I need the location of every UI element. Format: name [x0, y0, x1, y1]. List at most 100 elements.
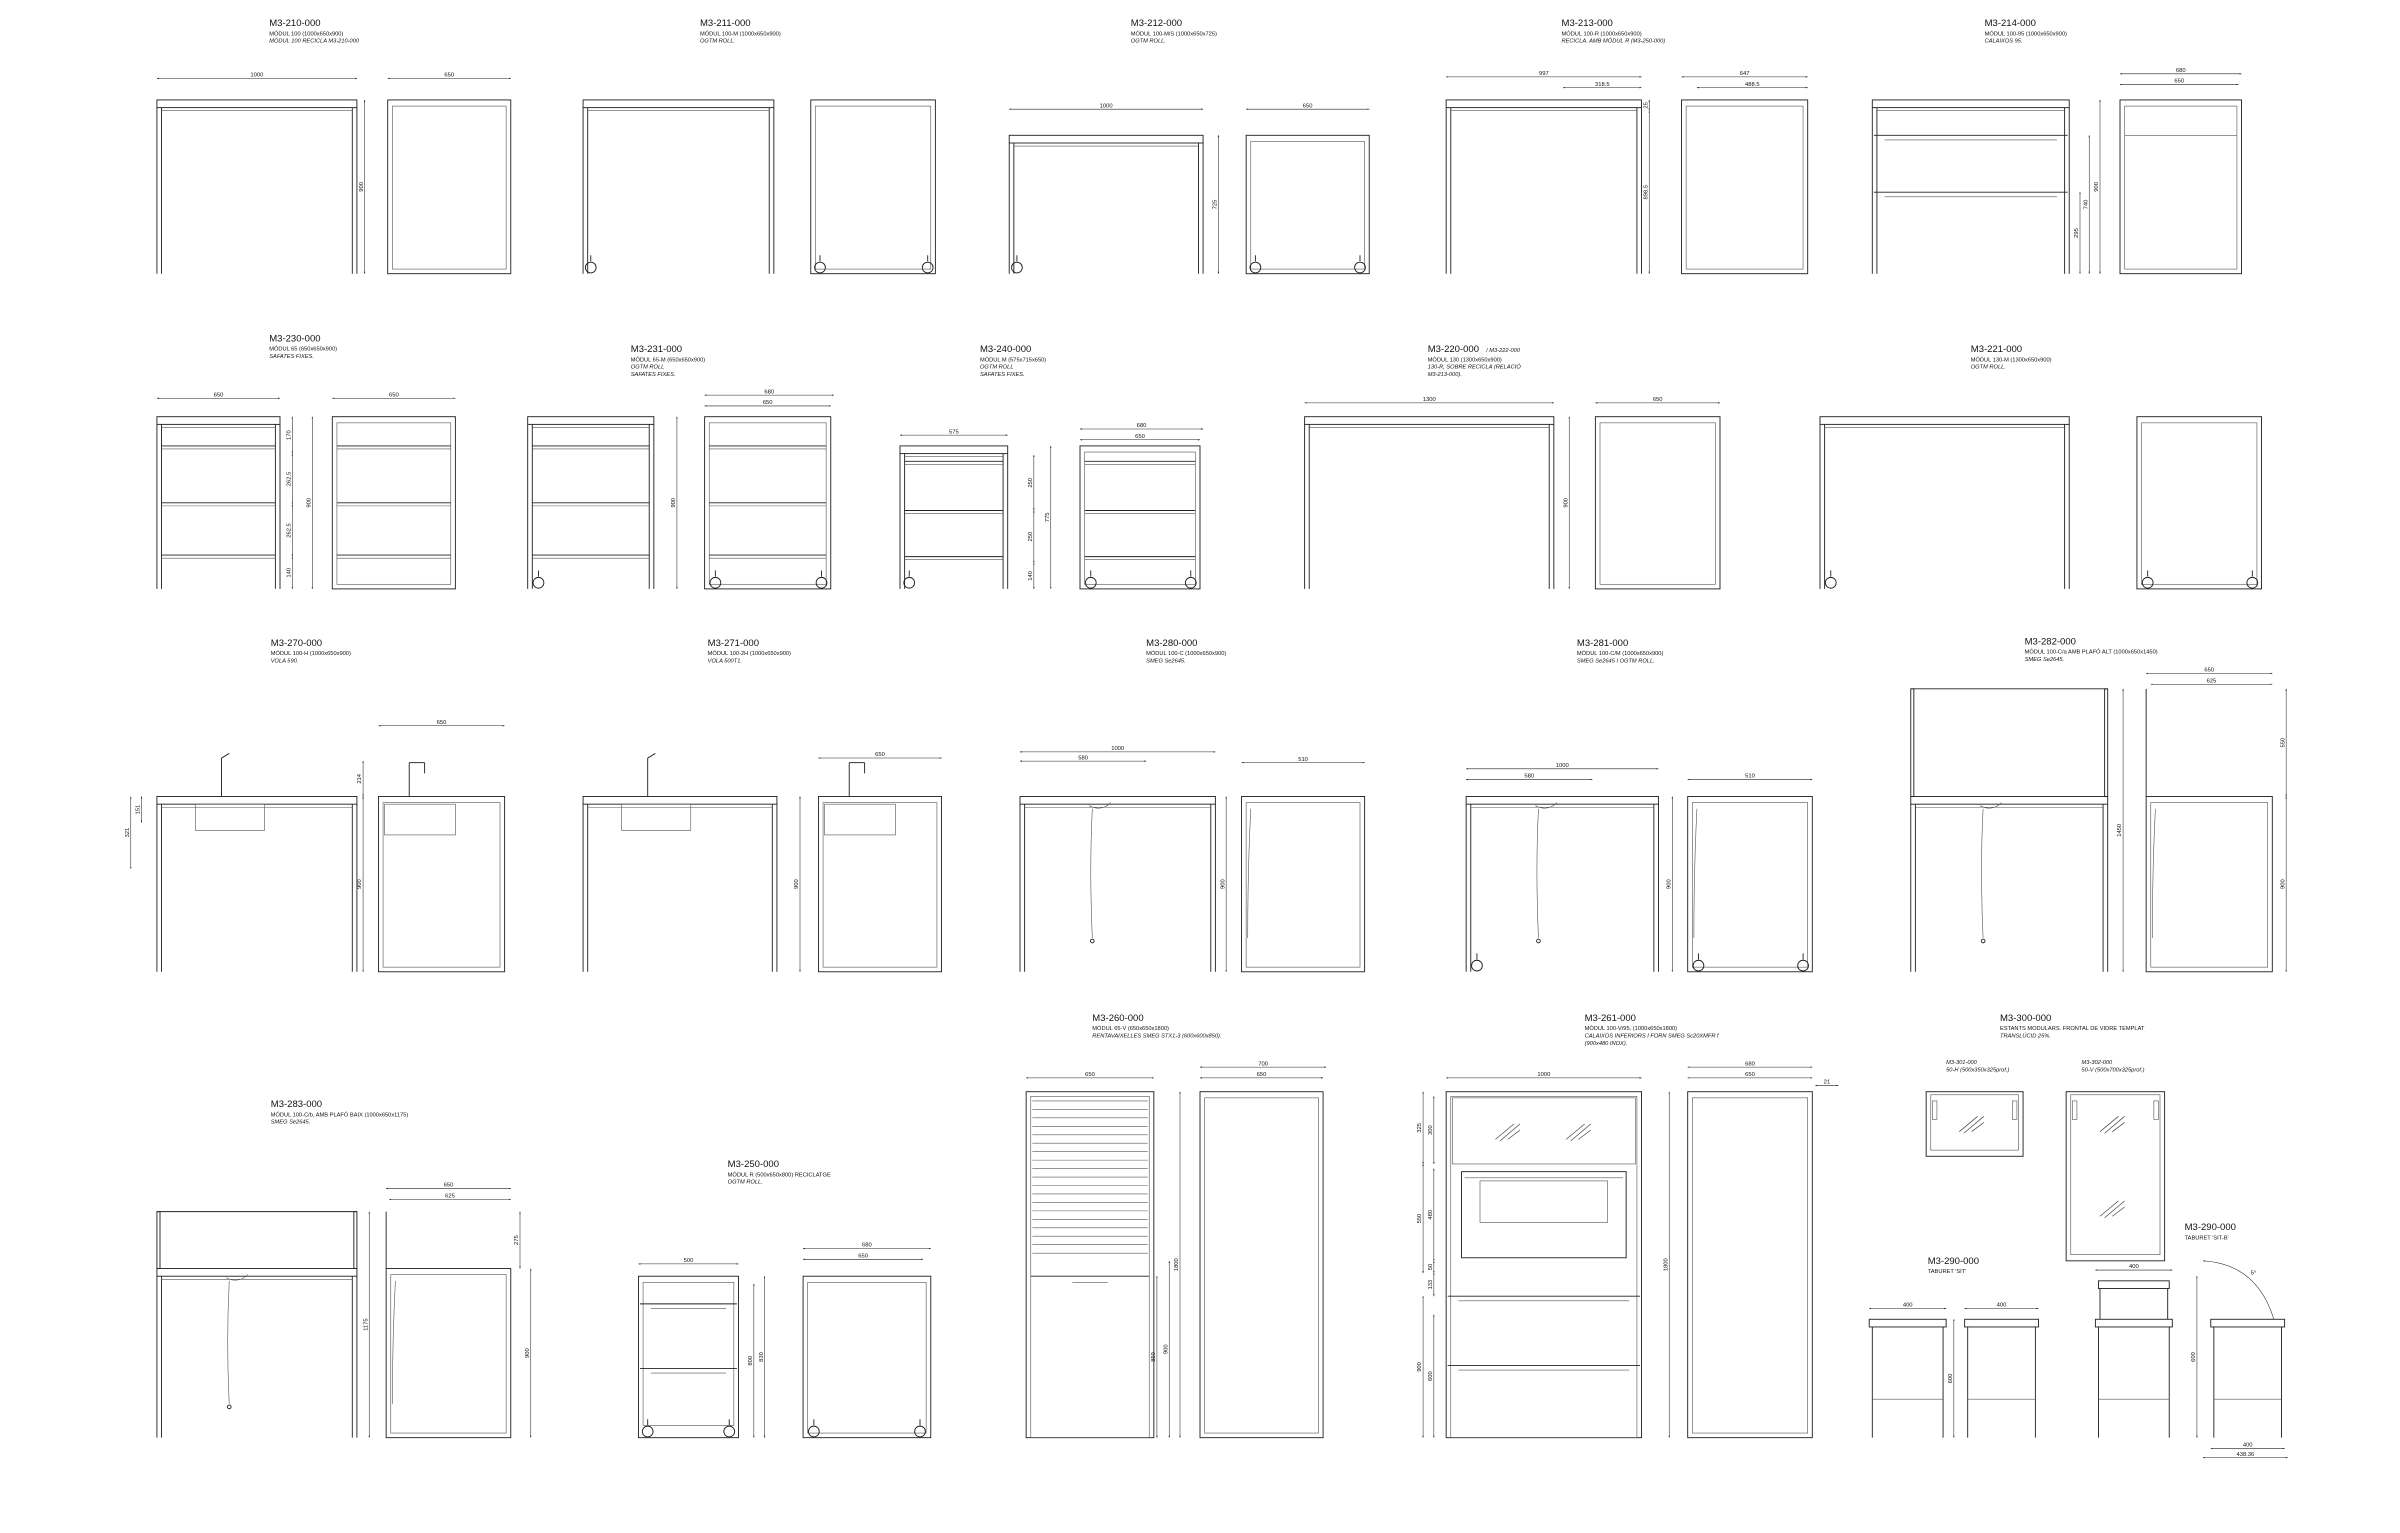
plafo-post: [353, 1211, 358, 1269]
module-code: M3-270-000: [271, 638, 322, 649]
sink-basin-side: [384, 803, 456, 836]
dimension-label: 140: [1028, 570, 1034, 580]
dimension-label: 400: [1997, 1303, 2007, 1309]
module-description: MÓDUL 100-M (1000x650x900): [700, 30, 781, 37]
dimension-label: 775: [1045, 513, 1051, 523]
countertop: [899, 445, 1009, 455]
dimension-label: 650: [875, 752, 885, 758]
dimension-label: 318.5: [1595, 82, 1610, 88]
glass-reflection: [2099, 1116, 2119, 1132]
dimension-label: 900: [525, 1347, 531, 1357]
side-inner: [1599, 422, 1716, 585]
countertop: [1465, 796, 1659, 805]
module-description: OGTM ROLL.: [728, 1180, 763, 1186]
glass-reflection: [2104, 1116, 2125, 1134]
module-description: OGTM ROLL: [980, 365, 1014, 371]
dimension-label: 500: [684, 1258, 694, 1264]
shelf-module-description: 50-V (500x700x325prof.): [2082, 1068, 2145, 1074]
module-description: SMEG Se2645.: [1146, 658, 1186, 664]
module-code: M3-214-000: [1985, 18, 2036, 29]
module-code: M3-250-000: [728, 1159, 779, 1170]
power-cable: [227, 1280, 230, 1404]
dimension-label: 1300: [1423, 397, 1437, 403]
dimension-label: 575: [949, 429, 959, 435]
dimension-label: 898.5: [1643, 185, 1649, 200]
dimension-label: 170: [286, 430, 292, 440]
module-description: RECICLA. AMB MÓDUL R (M3-250-000): [1562, 38, 1666, 45]
module-code: M3-271-000: [708, 638, 759, 649]
side-frame: [818, 796, 942, 973]
side-inner: [392, 105, 507, 270]
dimension-label: 650: [1085, 1072, 1095, 1078]
shelf-module-code: M3-301-000: [1946, 1060, 1978, 1066]
countertop: [1008, 134, 1204, 144]
caster-wheel: [1692, 959, 1705, 972]
module-description: MÓDUL 100-V/95, (1000x650x1800): [1585, 1025, 1678, 1032]
side-frame: [378, 796, 506, 973]
dimension-label: 900: [359, 181, 365, 191]
side-frame: [1245, 134, 1370, 275]
dimension-label: 1175: [363, 1318, 369, 1331]
countertop: [156, 416, 281, 425]
dimension-label: 900: [306, 497, 312, 507]
side-frame: [1687, 1091, 1813, 1439]
module-description: SAFATES FIXES.: [980, 372, 1025, 378]
side-frame: [2119, 99, 2242, 275]
shelf-module-code: M3-302-000: [2082, 1060, 2114, 1066]
side-inner: [1692, 1097, 1808, 1434]
side-frame: [2136, 416, 2263, 590]
tall-cabinet: [1445, 1091, 1643, 1439]
countertop: [527, 416, 655, 425]
dimension-label: 321: [125, 828, 131, 838]
power-cable: [2152, 808, 2156, 938]
module-description: TRANSLÚCID 25%.: [2000, 1033, 2051, 1040]
countertop: [1304, 416, 1555, 425]
dimension-label: 650: [444, 73, 454, 79]
side-frame: [331, 416, 456, 590]
module-code: M3-261-000: [1585, 1013, 1636, 1024]
dimension-label: 700: [1258, 1061, 1268, 1067]
dimension-label: 900: [1563, 497, 1569, 507]
power-cable: [1247, 808, 1252, 938]
dimension-label: 650: [2174, 79, 2184, 85]
power-cable: [392, 1280, 396, 1404]
side-inner: [807, 1282, 927, 1434]
side-frame: [1594, 416, 1721, 590]
side-inner: [382, 802, 501, 968]
dimension-label: 600: [1428, 1371, 1434, 1381]
side-inner: [1245, 802, 1361, 968]
dimension-label: 1800: [1174, 1257, 1180, 1271]
dimension-label: 900: [1666, 879, 1672, 889]
countertop: [156, 99, 358, 109]
module-description: CALAIXOS INFERIORS I FORN SMEG Sc20XMFR …: [1585, 1034, 1720, 1040]
tall-inner: [1450, 1096, 1638, 1438]
side-frame: [387, 99, 512, 275]
dimension-label: 550: [1417, 1213, 1423, 1223]
module-description: OGTM ROLL: [631, 365, 665, 371]
side-frame: [1079, 445, 1201, 590]
module-code: M3-210-000: [269, 18, 320, 29]
glass-shelf-frame: [1925, 1091, 2024, 1157]
module-description: TABURET 'SIT-B': [2185, 1235, 2229, 1241]
module-code: M3-230-000: [269, 333, 320, 344]
caster-wheel: [914, 1425, 926, 1438]
side-frame: [1199, 1091, 1324, 1439]
dimension-label: 600: [2191, 1351, 2197, 1361]
caster-wheel: [723, 1425, 736, 1438]
dimension-label: 438.36: [2236, 1452, 2254, 1458]
sink-basin: [195, 803, 265, 831]
module-description: MÓDUL 100 (1000x650x900): [269, 30, 343, 37]
module-description: MÓDUL 100-C/b, AMB PLAFÓ BAIX (1000x650x…: [271, 1111, 409, 1118]
countertop: [1819, 416, 2070, 425]
side-inner: [822, 802, 938, 968]
countertop: [1871, 99, 2070, 109]
module-description: VOLA 500T1.: [708, 658, 742, 664]
tall-inner: [1030, 1096, 1150, 1438]
dimension-label: 650: [858, 1253, 868, 1259]
dimension-label: 262.5: [286, 472, 292, 487]
dimension-label: 480: [1428, 1209, 1434, 1219]
module-description: TABURET 'SIT': [1928, 1269, 1967, 1275]
dimension-label: 21: [1824, 1080, 1830, 1086]
dimension-label: 325: [1417, 1123, 1423, 1133]
